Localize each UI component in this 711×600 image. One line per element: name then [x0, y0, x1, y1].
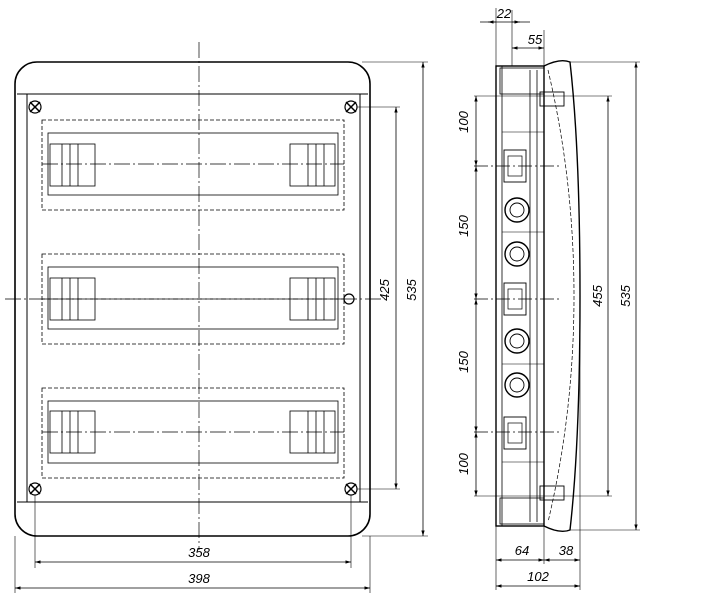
dim-22-label: 22	[496, 6, 512, 21]
dim-102-label: 102	[527, 569, 549, 584]
din-rail-row-1	[41, 119, 345, 211]
knockout-4	[504, 372, 530, 398]
dim-535-side-label: 535	[618, 284, 633, 306]
dim-425-label: 425	[377, 278, 392, 300]
screw-bottom-left	[28, 482, 42, 496]
side-door-profile	[543, 59, 581, 533]
knockout-1	[504, 197, 530, 223]
dim-358-label: 358	[188, 545, 210, 560]
screw-top-right	[344, 100, 358, 114]
din-rail-row-2	[41, 253, 345, 345]
side-view	[474, 8, 640, 590]
dim-100-bottom-label: 100	[456, 452, 471, 474]
screw-bottom-right	[344, 482, 358, 496]
din-rail-row-3	[41, 387, 345, 479]
knockout-3	[504, 328, 530, 354]
dim-100-top-label: 100	[456, 110, 471, 132]
dim-398-label: 398	[188, 571, 210, 586]
dim-38-label: 38	[559, 543, 574, 558]
dim-535-front-label: 535	[404, 278, 419, 300]
knockout-2	[504, 241, 530, 267]
front-door-panel	[26, 93, 361, 503]
dim-64-label: 64	[515, 543, 529, 558]
screw-top-left	[28, 100, 42, 114]
dim-55-label: 55	[528, 32, 543, 47]
dim-150-upper-label: 150	[456, 214, 471, 236]
dim-455-label: 455	[590, 284, 605, 306]
dim-150-lower-label: 150	[456, 350, 471, 372]
front-view	[5, 42, 428, 593]
